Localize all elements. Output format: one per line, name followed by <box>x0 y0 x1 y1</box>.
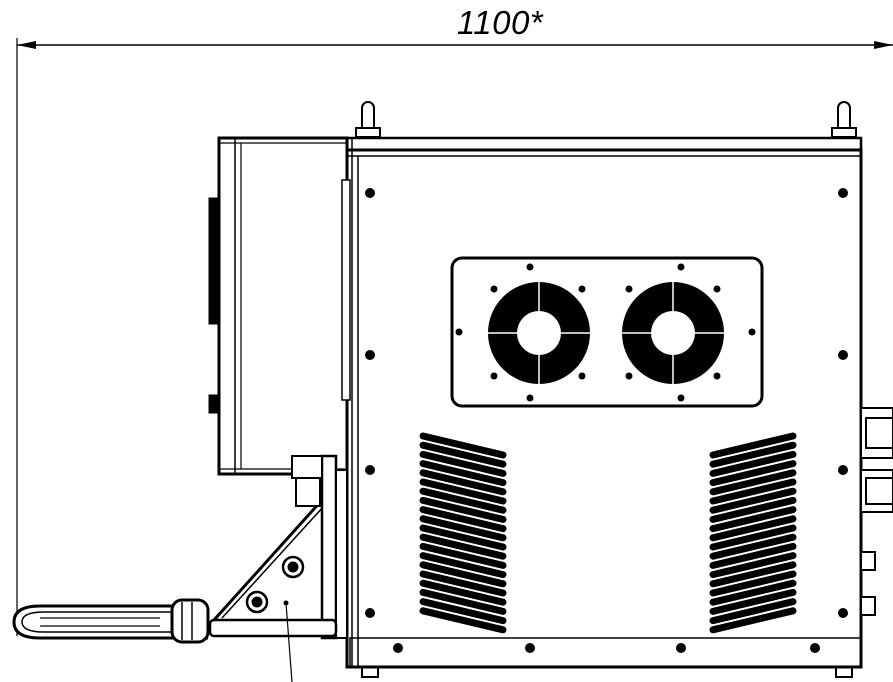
vent-slot <box>709 432 797 459</box>
door-handle <box>208 197 220 325</box>
vent-slot <box>709 524 797 551</box>
vent-slot <box>419 561 507 588</box>
lifting-eyebolt-right <box>831 101 857 138</box>
vent-slot <box>419 469 507 496</box>
fan-right <box>622 282 724 384</box>
vent-slot <box>709 533 797 560</box>
foot-right <box>835 666 853 678</box>
vent-slot <box>419 515 507 542</box>
vent-slot <box>709 542 797 569</box>
vent-slot <box>419 487 507 514</box>
vent-slot <box>709 469 797 496</box>
leader-line <box>285 602 293 682</box>
vent-slot <box>709 487 797 514</box>
fan-left <box>488 282 590 384</box>
vent-slot <box>419 524 507 551</box>
vent-slot <box>709 506 797 533</box>
mounting-bracket <box>208 454 348 640</box>
vent-slot <box>709 588 797 615</box>
vent-slot <box>709 561 797 588</box>
vent-slot <box>709 450 797 477</box>
vent-slot <box>419 542 507 569</box>
vent-slot <box>709 460 797 487</box>
vent-slot <box>419 441 507 468</box>
vent-slot <box>419 506 507 533</box>
vent-slot <box>709 478 797 505</box>
vent-slot <box>419 598 507 625</box>
door-latch <box>208 394 220 414</box>
vent-slot <box>419 496 507 523</box>
overall-width-dimension-label: 1100* <box>456 4 544 41</box>
foot-left <box>361 666 379 678</box>
vent-slot <box>709 598 797 625</box>
vent-slot <box>419 607 507 634</box>
vent-slot <box>419 533 507 560</box>
vent-louvers-left <box>419 432 507 634</box>
vent-louvers-right <box>709 432 797 634</box>
vent-slot <box>709 496 797 523</box>
vent-slot <box>709 552 797 579</box>
vent-slot <box>709 515 797 542</box>
vent-slot <box>419 579 507 606</box>
vent-slot <box>419 460 507 487</box>
vent-slot <box>419 552 507 579</box>
vent-slot <box>419 450 507 477</box>
cable-glands-right <box>860 407 893 616</box>
vent-slot <box>709 570 797 597</box>
vent-slot <box>709 579 797 606</box>
side-control-box <box>208 136 351 476</box>
lifting-eyebolt-left <box>355 101 381 138</box>
panel-fasteners <box>365 188 848 653</box>
dimension-line <box>16 38 893 636</box>
vent-slot <box>419 432 507 459</box>
vent-slot <box>419 478 507 505</box>
vent-slot <box>419 588 507 615</box>
vent-slot <box>709 607 797 634</box>
handle-loop <box>12 598 210 644</box>
vent-slot <box>419 570 507 597</box>
vent-slot <box>709 441 797 468</box>
